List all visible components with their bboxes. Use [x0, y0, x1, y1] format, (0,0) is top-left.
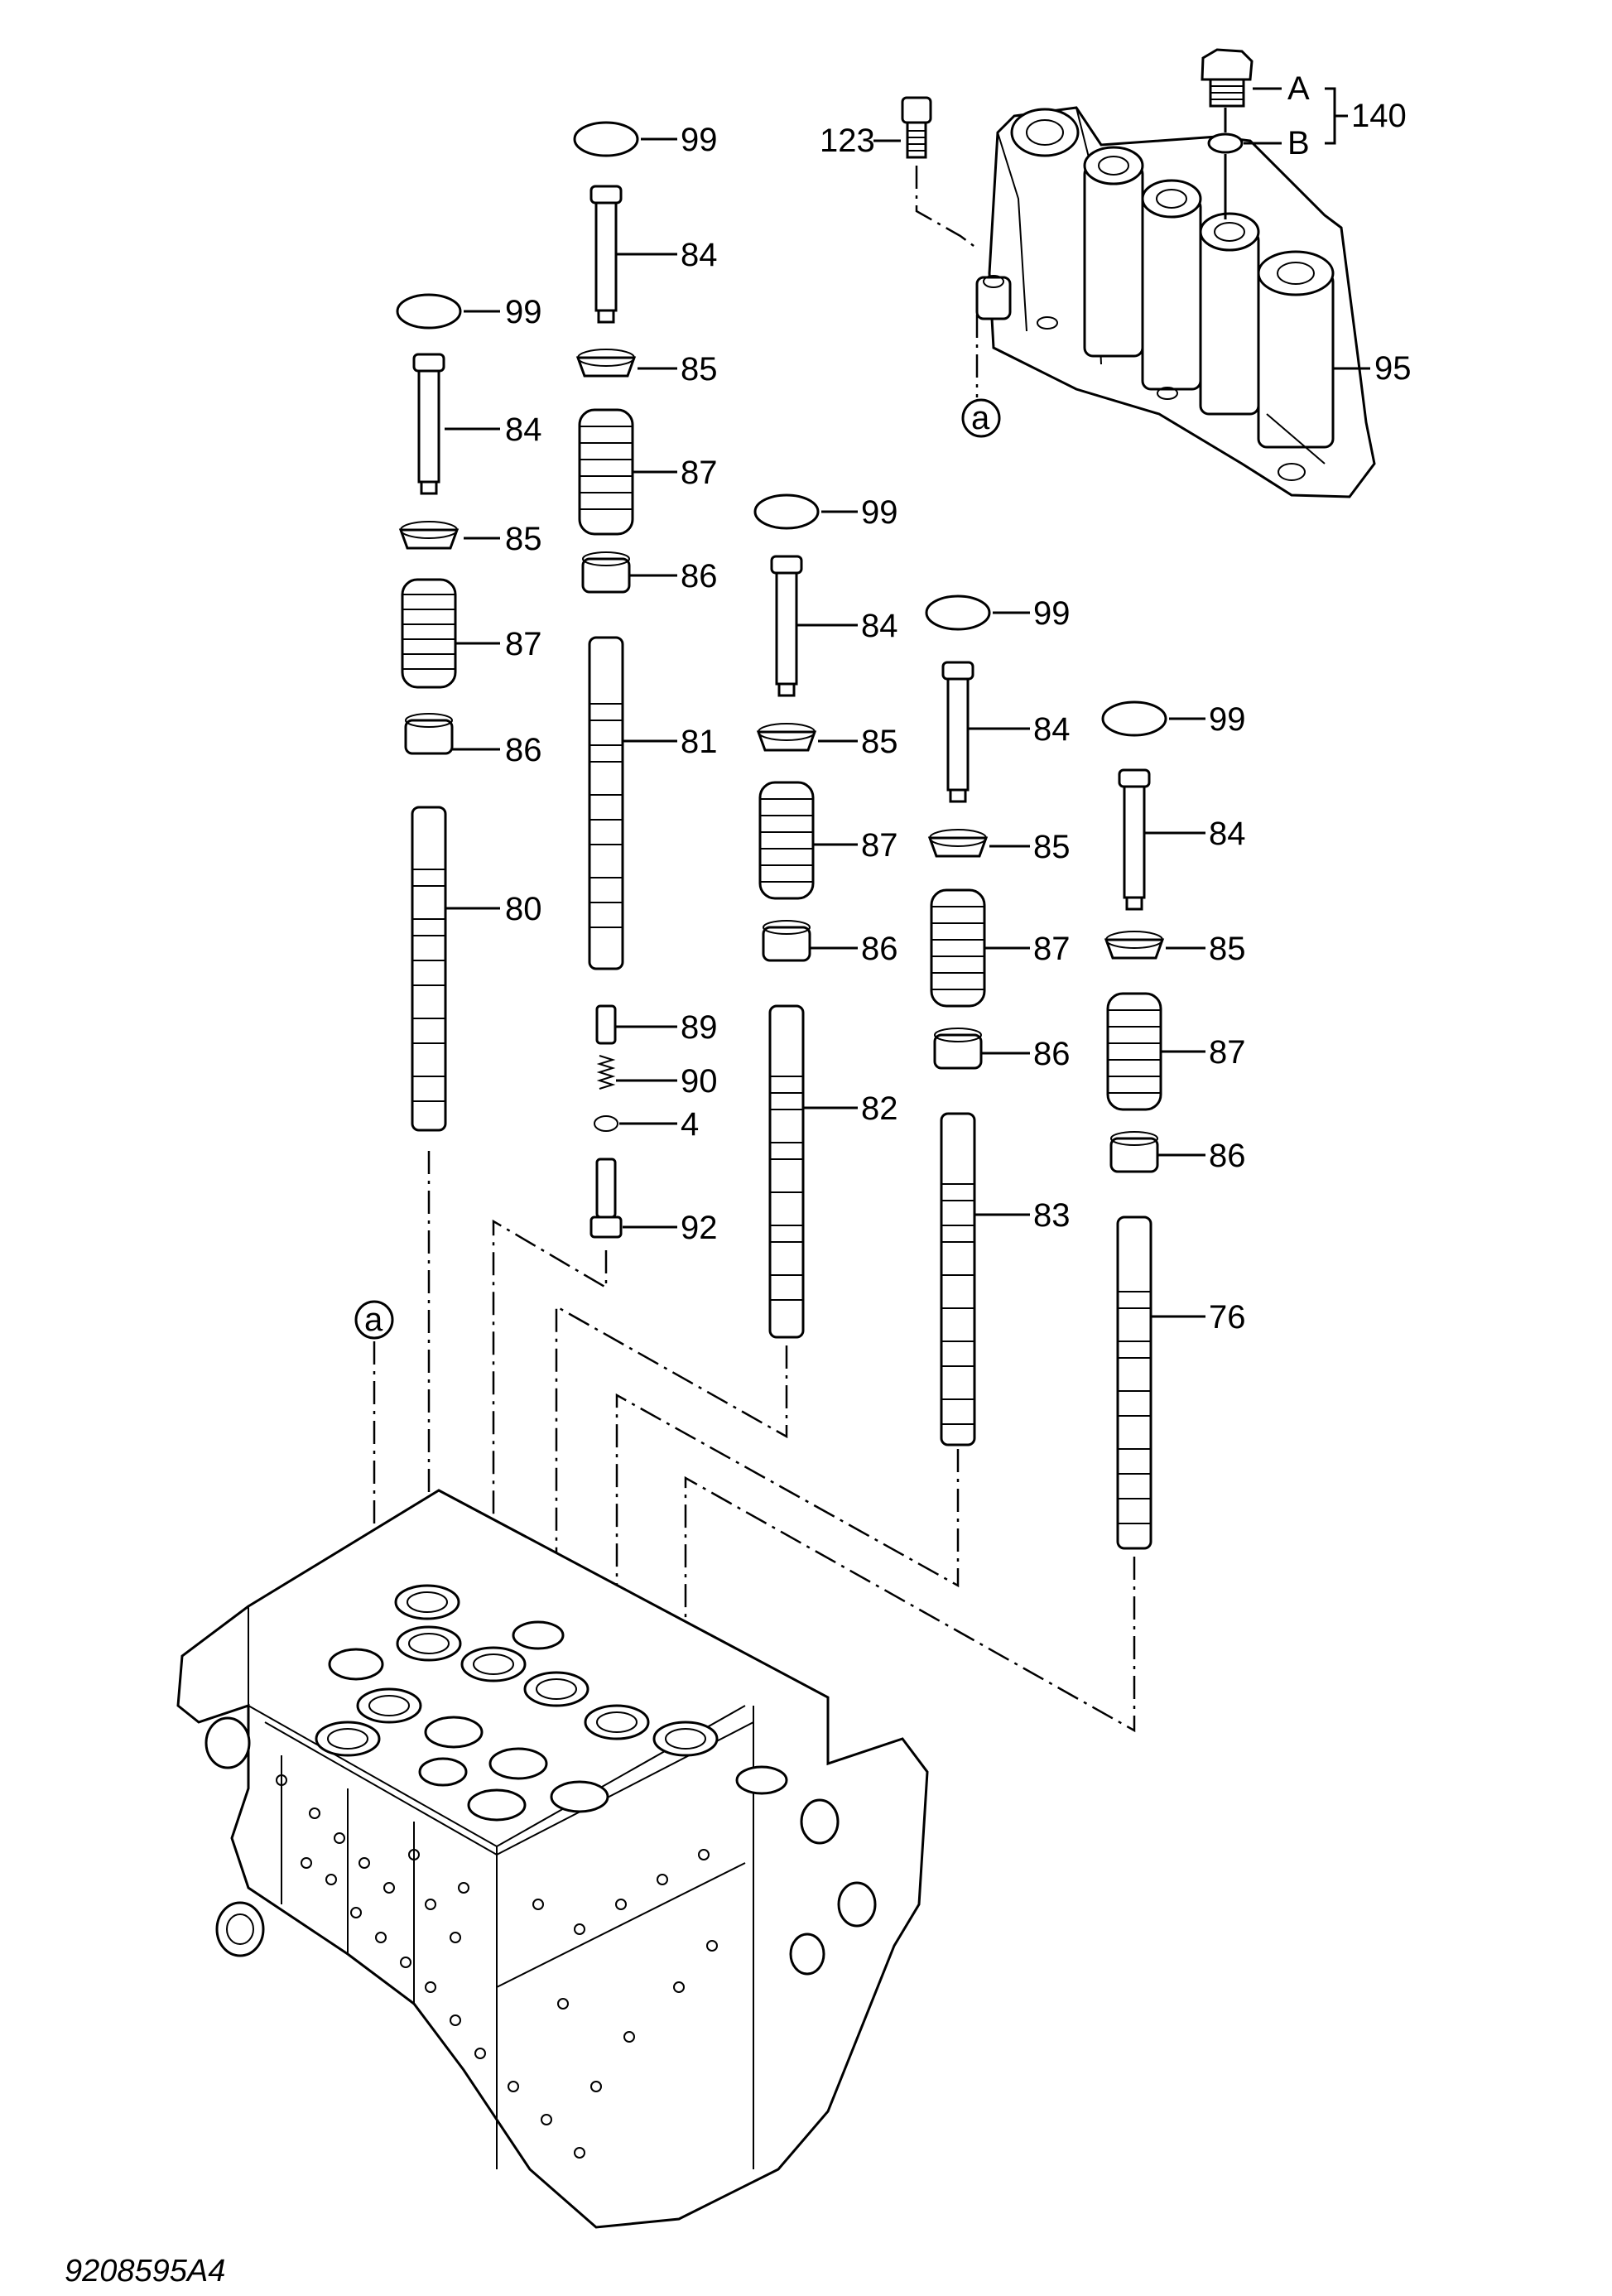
- callout-col5-5: 76: [1209, 1299, 1246, 1336]
- svg-text:a: a: [971, 400, 990, 436]
- callout-col2-5: 81: [681, 724, 718, 760]
- callout-col3-3: 87: [861, 827, 898, 864]
- detail-a-marker-left: a: [354, 1300, 394, 1340]
- svg-text:a: a: [364, 1302, 383, 1338]
- spool-assembly-col2: [573, 121, 639, 1239]
- callout-col5-4: 86: [1209, 1138, 1246, 1174]
- callout-col5-0: 99: [1209, 701, 1246, 738]
- drawing-code: 9208595A4: [65, 2254, 225, 2289]
- control-valve-body: [176, 1489, 929, 2229]
- callout-col1-1: 84: [505, 412, 542, 448]
- detail-a-marker-top: a: [961, 398, 1001, 438]
- callout-col3-0: 99: [861, 494, 898, 531]
- plug-a: [1201, 48, 1254, 108]
- callout-123: 123: [820, 123, 875, 159]
- spool-bores: [315, 1584, 788, 1822]
- washer-b: [1207, 132, 1244, 154]
- callout-col3-4: 86: [861, 931, 898, 967]
- callout-col3-5: 82: [861, 1090, 898, 1127]
- callout-col2-4: 86: [681, 558, 718, 594]
- callout-col5-1: 84: [1209, 816, 1246, 852]
- callout-col2-1: 84: [681, 237, 718, 273]
- callout-140: 140: [1351, 98, 1407, 134]
- callout-col4-5: 83: [1033, 1197, 1071, 1234]
- callout-col5-3: 87: [1209, 1034, 1246, 1071]
- callout-col2-0: 99: [681, 122, 718, 158]
- spool-assembly-col4: [925, 594, 991, 1446]
- callout-col2-9: 92: [681, 1210, 718, 1246]
- callout-col4-2: 85: [1033, 829, 1071, 865]
- callout-b: B: [1287, 125, 1310, 161]
- spool-assembly-col1: [396, 293, 462, 1132]
- callout-95: 95: [1374, 350, 1412, 387]
- spool-assembly-col3: [753, 493, 820, 1339]
- callout-col1-0: 99: [505, 294, 542, 330]
- callout-col1-4: 86: [505, 732, 542, 768]
- callout-col1-2: 85: [505, 521, 542, 557]
- callout-col2-3: 87: [681, 455, 718, 491]
- spool-assembly-col5: [1101, 700, 1167, 1550]
- callout-col2-8: 4: [681, 1106, 699, 1143]
- callout-a: A: [1287, 70, 1310, 107]
- callout-col4-0: 99: [1033, 595, 1071, 632]
- callout-col3-1: 84: [861, 608, 898, 644]
- callout-col2-2: 85: [681, 351, 718, 387]
- callout-col4-4: 86: [1033, 1036, 1071, 1072]
- bolt-123: [901, 96, 932, 159]
- callout-col2-6: 89: [681, 1009, 718, 1046]
- valve-cover-95: [975, 106, 1376, 498]
- callout-col4-1: 84: [1033, 711, 1071, 748]
- callout-col3-2: 85: [861, 724, 898, 760]
- callout-col2-7: 90: [681, 1063, 718, 1100]
- callout-col4-3: 87: [1033, 931, 1071, 967]
- mounting-holes: [276, 1774, 718, 2159]
- callout-col5-2: 85: [1209, 931, 1246, 967]
- callout-col1-5: 80: [505, 891, 542, 927]
- callout-col1-3: 87: [505, 626, 542, 662]
